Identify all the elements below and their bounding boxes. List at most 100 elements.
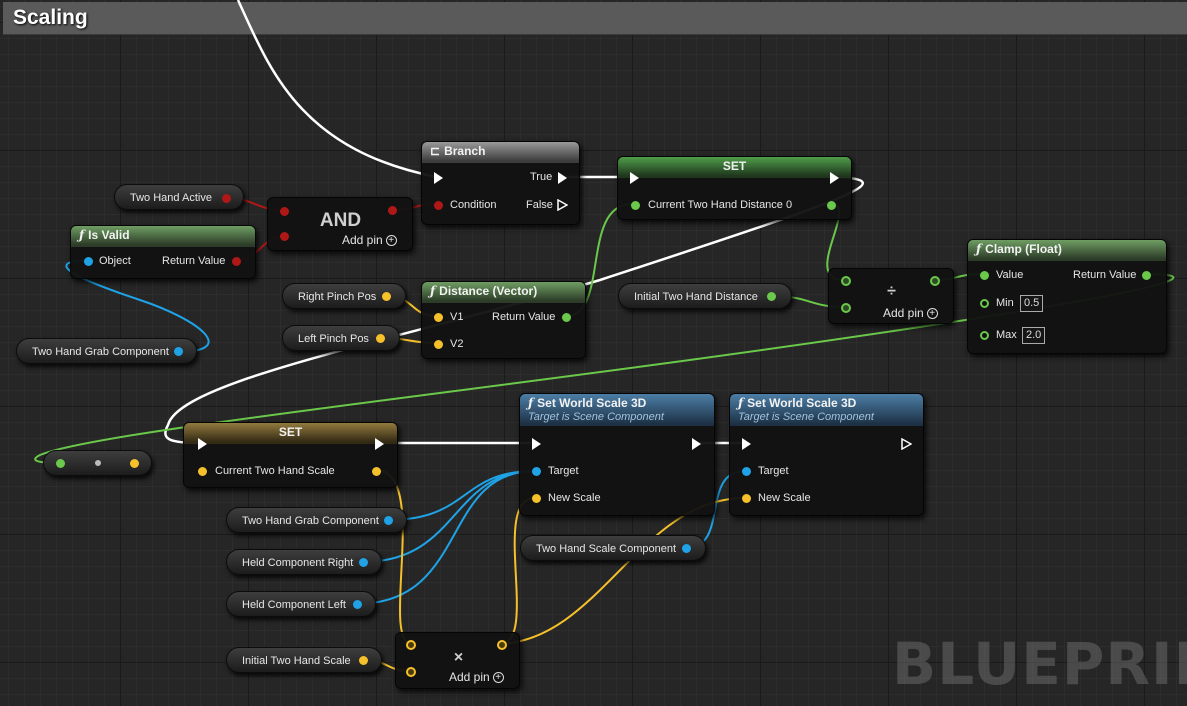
set-header: SET [618, 157, 851, 178]
return-value-label: Return Value [162, 255, 226, 267]
variable-label: Current Two Hand Distance 0 [648, 199, 793, 211]
object-output-pin[interactable] [174, 347, 183, 356]
v2-pin[interactable] [434, 340, 443, 349]
multiply-output-pin[interactable] [497, 640, 507, 650]
target-pin[interactable] [742, 467, 751, 476]
new-scale-pin[interactable] [742, 494, 751, 503]
exec-output-pin[interactable] [901, 438, 912, 450]
var-initial-two-hand-scale[interactable]: Initial Two Hand Scale [226, 647, 382, 673]
exec-input-pin[interactable] [742, 438, 751, 450]
v1-pin[interactable] [434, 313, 443, 322]
object-output-pin[interactable] [359, 558, 368, 567]
add-pin-button[interactable]: Add pin+ [449, 670, 504, 684]
divide-output-pin[interactable] [930, 276, 940, 286]
exec-input-pin[interactable] [532, 438, 541, 450]
false-exec-pin[interactable] [557, 199, 568, 211]
make-vector-node[interactable] [43, 450, 152, 476]
vector-output-pin[interactable] [130, 459, 139, 468]
set-distance-node[interactable]: SET Current Two Hand Distance 0 [617, 156, 852, 220]
true-exec-pin[interactable] [558, 172, 567, 184]
and-title: AND [319, 210, 362, 231]
set-header: SET [184, 423, 397, 444]
comment-box-header[interactable]: Scaling [3, 2, 1187, 35]
add-pin-button[interactable]: Add pin+ [342, 233, 397, 247]
var-held-component-right[interactable]: Held Component Right [226, 549, 382, 575]
false-label: False [526, 199, 553, 211]
object-output-pin[interactable] [384, 516, 393, 525]
vector-output-pin[interactable] [359, 656, 368, 665]
float-output-pin[interactable] [767, 292, 776, 301]
new-scale-pin[interactable] [532, 494, 541, 503]
float-output-pin[interactable] [827, 201, 836, 210]
var-left-pinch-pos[interactable]: Left Pinch Pos [282, 325, 400, 351]
variable-label: Current Two Hand Scale [215, 465, 335, 477]
exec-output-pin[interactable] [375, 438, 384, 450]
var-two-hand-scale-component[interactable]: Two Hand Scale Component [520, 535, 706, 561]
vector-output-pin[interactable] [382, 292, 391, 301]
exec-input-pin[interactable] [198, 438, 207, 450]
exec-input-pin[interactable] [434, 172, 443, 184]
object-input-pin[interactable] [84, 257, 93, 266]
target-label: Target [758, 465, 789, 477]
divide-input-a-pin[interactable] [841, 276, 851, 286]
divide-input-b-pin[interactable] [841, 303, 851, 313]
object-output-pin[interactable] [353, 600, 362, 609]
var-two-hand-grab-component[interactable]: Two Hand Grab Component [16, 338, 197, 364]
add-pin-button[interactable]: Add pin+ [883, 306, 938, 320]
true-label: True [530, 171, 553, 183]
condition-pin[interactable] [434, 201, 443, 210]
v1-label: V1 [450, 311, 464, 323]
multiply-node[interactable]: × Add pin+ [395, 632, 520, 689]
swsd-subtitle: Target is Scene Component [738, 411, 874, 423]
set-scale-node[interactable]: SET Current Two Hand Scale [183, 422, 398, 488]
vector-output-pin[interactable] [372, 467, 381, 476]
and-input-a-pin[interactable] [280, 207, 289, 216]
branch-icon: ⊏ [430, 144, 441, 158]
branch-node[interactable]: ⊏Branch True Condition False [421, 141, 580, 225]
add-pin-label: Add pin [883, 306, 924, 320]
and-node[interactable]: AND Add pin+ [267, 197, 413, 251]
bool-output-pin[interactable] [222, 194, 231, 203]
vector-input-pin[interactable] [198, 467, 207, 476]
object-output-pin[interactable] [682, 544, 691, 553]
target-pin[interactable] [532, 467, 541, 476]
divide-node[interactable]: ÷ Add pin+ [828, 268, 954, 324]
multiply-input-a-pin[interactable] [406, 640, 416, 650]
object-wire-grab2-target [387, 470, 536, 521]
vector-output-pin[interactable] [376, 334, 385, 343]
and-output-pin[interactable] [388, 206, 397, 215]
float-output-pin[interactable] [562, 313, 571, 322]
float-input-pin[interactable] [56, 459, 65, 468]
min-value-field[interactable]: 0.5 [1020, 295, 1044, 312]
exec-output-pin[interactable] [692, 438, 701, 450]
var-two-hand-active[interactable]: Two Hand Active [114, 184, 244, 210]
var-two-hand-grab-component[interactable]: Two Hand Grab Component [226, 507, 407, 533]
float-output-pin[interactable] [1142, 271, 1151, 280]
var-label: Two Hand Scale Component [536, 543, 677, 555]
float-input-pin[interactable] [631, 201, 640, 210]
var-initial-two-hand-distance[interactable]: Initial Two Hand Distance [618, 283, 792, 309]
is-valid-title: Is Valid [88, 228, 130, 242]
min-input-pin[interactable] [980, 299, 989, 308]
var-right-pinch-pos[interactable]: Right Pinch Pos [282, 283, 406, 309]
max-input-pin[interactable] [980, 331, 989, 340]
var-label: Held Component Left [242, 599, 346, 611]
target-label: Target [548, 465, 579, 477]
max-value-field[interactable]: 2.0 [1022, 327, 1046, 344]
value-input-pin[interactable] [980, 271, 989, 280]
var-held-component-left[interactable]: Held Component Left [226, 591, 376, 617]
multiply-input-b-pin[interactable] [406, 667, 416, 677]
exec-input-pin[interactable] [630, 172, 639, 184]
bool-output-pin[interactable] [232, 257, 241, 266]
new-scale-label: New Scale [758, 492, 811, 504]
set-title: SET [722, 159, 747, 173]
exec-output-pin[interactable] [830, 172, 839, 184]
and-input-b-pin[interactable] [280, 232, 289, 241]
